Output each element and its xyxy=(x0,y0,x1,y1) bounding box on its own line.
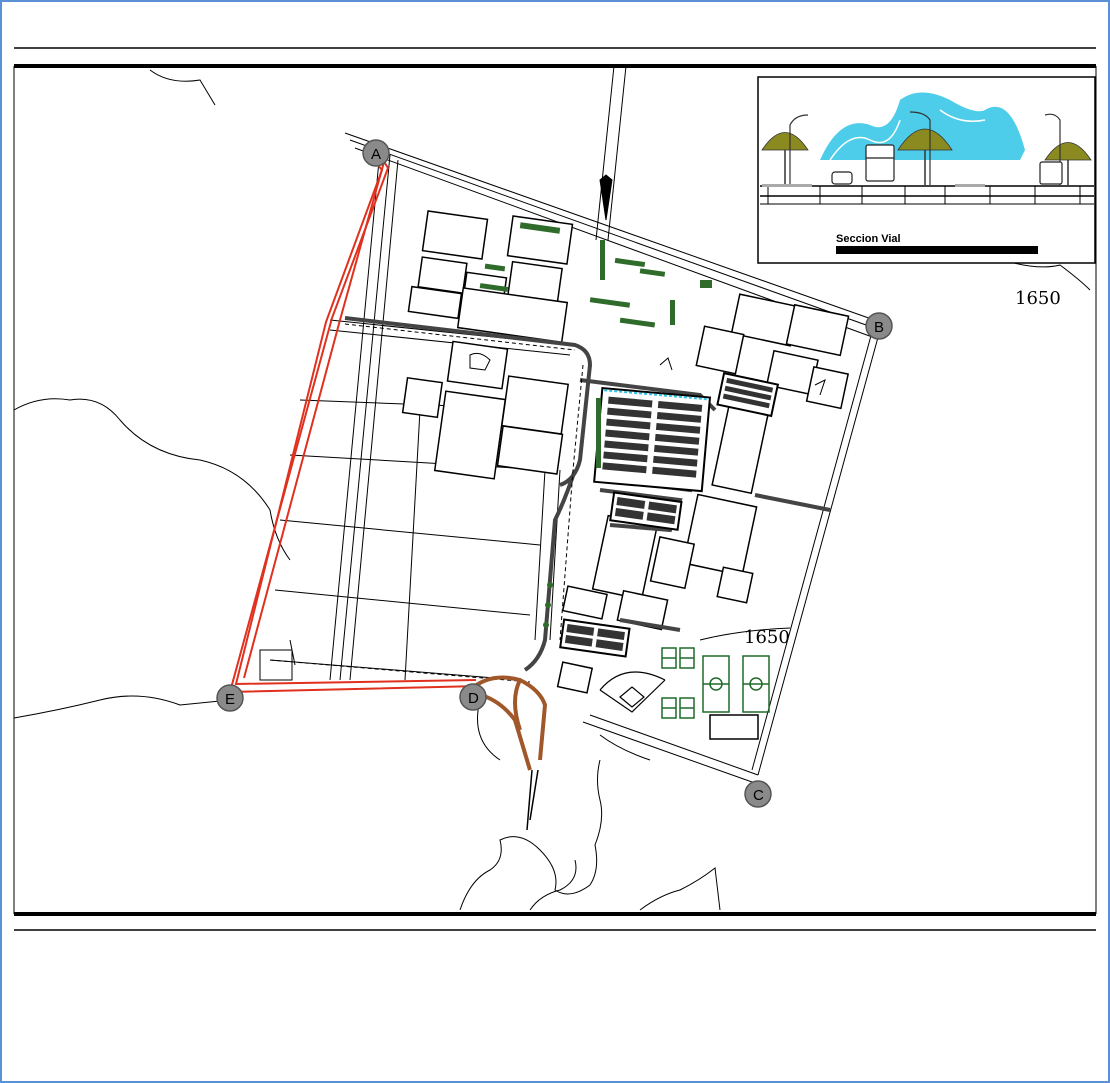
marker-a-label: A xyxy=(371,146,381,163)
marker-d: D xyxy=(459,683,487,711)
central-parking xyxy=(593,387,712,493)
access-road-extension xyxy=(526,769,539,831)
sheet-borders xyxy=(13,47,1097,931)
marker-e: E xyxy=(216,684,244,712)
landscaping-trees xyxy=(479,222,712,628)
marker-e-label: E xyxy=(225,691,235,708)
marker-b-label: B xyxy=(874,319,884,336)
marker-d-label: D xyxy=(468,690,479,707)
contour-label-right: 1650 xyxy=(1015,288,1061,309)
section-title: Seccion Vial xyxy=(836,233,901,245)
sports-fields xyxy=(661,647,770,719)
baseball-field xyxy=(599,671,666,713)
street-grid xyxy=(259,319,571,681)
road-section-inset: Seccion Vial xyxy=(757,76,1096,264)
marker-c-label: C xyxy=(753,787,764,804)
marker-b: B xyxy=(865,312,893,340)
contour-lines xyxy=(13,69,1091,911)
internal-roads xyxy=(344,316,831,672)
building-footprints xyxy=(401,210,850,740)
section-title-underline xyxy=(836,246,1038,254)
misc-symbols xyxy=(469,352,826,396)
north-road xyxy=(595,65,627,241)
vehicles xyxy=(831,144,1063,185)
contour-label-center: 1650 xyxy=(744,627,790,648)
marker-c: C xyxy=(744,780,772,808)
site-outline xyxy=(329,132,881,783)
marker-a: A xyxy=(362,139,390,167)
section-markers: A B C D E xyxy=(216,139,893,808)
parking-lots xyxy=(559,371,780,658)
